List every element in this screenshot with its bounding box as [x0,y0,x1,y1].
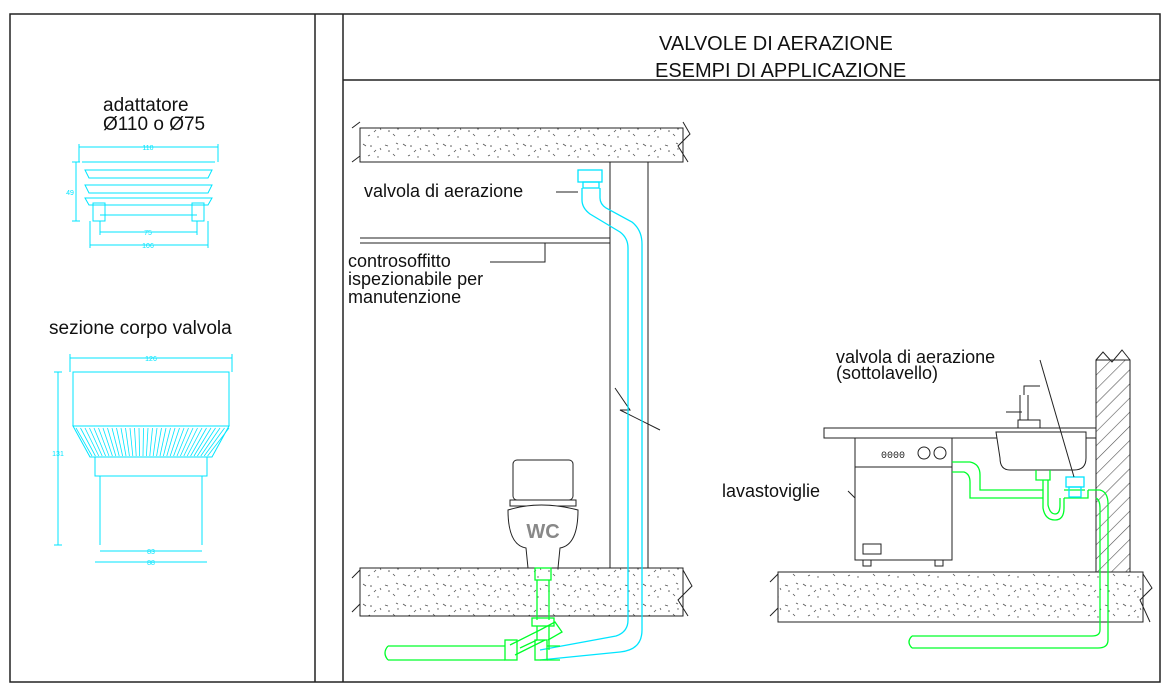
dishwasher [854,437,953,567]
floor-slab-left [359,567,684,617]
floor-cutoff-right [769,573,1153,623]
green-drain-pipe-left [384,567,563,661]
pipe-break-symbol [614,387,661,431]
dim-section-bottom: 88 [147,560,155,567]
dim-adapter-height: 49 [66,190,74,197]
kitchen-wall [1095,359,1131,579]
valve-label: valvola di aerazione [364,181,524,201]
valve-section-fins [75,427,230,457]
dishwasher-panel: 0000 [881,451,905,462]
dim-section-inner: 83 [147,549,155,556]
ceiling-cutoff [351,121,691,163]
dim-section-height: 131 [52,451,64,458]
frame [9,13,1161,683]
leader-lines [490,191,1075,499]
walls-bathroom [360,162,649,570]
dishwasher-label: lavastoviglie [722,481,821,501]
cyan-vent-pipe [539,169,643,661]
floor-cutoff-left [351,569,693,617]
ceiling-label-line2: ispezionabile per [348,269,484,289]
floor-slab-right [777,571,1144,623]
under-sink-valve [1065,476,1085,498]
section-label: sezione corpo valvola [49,318,232,339]
ceiling-slab [359,127,684,163]
dim-adapter-inner: 75 [144,230,152,237]
adapter-label-line2: Ø110 o Ø75 [103,114,206,135]
green-drain-pipe-right [908,461,1109,649]
sink-drain [1035,470,1051,481]
wc-toilet [507,459,579,569]
diagram-title-line2: ESEMPI DI APPLICAZIONE [655,60,907,82]
dim-adapter-top: 110 [142,145,153,152]
wc-text: WC [526,521,559,543]
section-dims: 126 131 83 88 [52,356,157,567]
dim-section-top: 126 [145,356,157,363]
under-sink-valve-label-line2: (sottolavello) [836,363,939,383]
ceiling-label-line3: manutenzione [348,287,462,307]
dim-adapter-bottom: 106 [142,243,154,250]
adapter-label-line1: adattatore [103,95,189,116]
adapter-dims: 110 49 75 106 [66,145,154,250]
wall-cutoff [1095,349,1131,363]
adapter-drawing [72,144,219,248]
diagram-title-line1: VALVOLE DI AERAZIONE [659,33,893,55]
ceiling-label-line1: controsoffitto [348,251,451,271]
under-sink-valve-label-line1: valvola di aerazione [836,347,996,367]
valve-section-drawing [54,354,233,563]
